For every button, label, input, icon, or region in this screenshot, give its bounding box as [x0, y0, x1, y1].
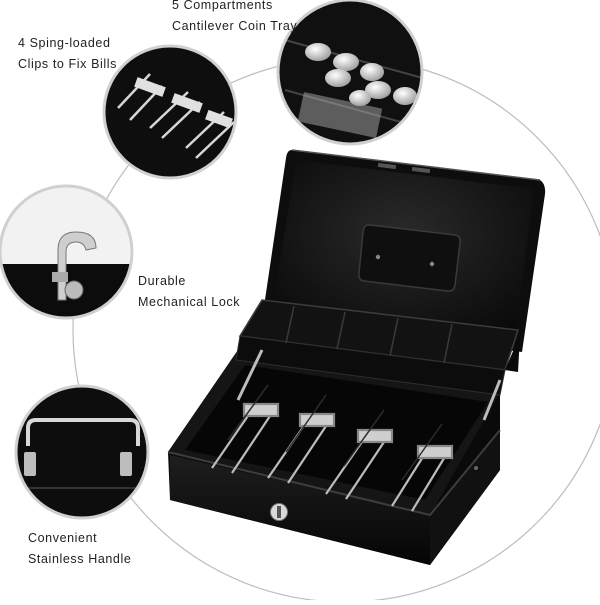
handle-label-line1: Convenient — [28, 531, 98, 545]
compartments-label-line2: Cantilever Coin Tray — [172, 19, 298, 33]
clips-label-line2: Clips to Fix Bills — [18, 57, 118, 71]
coin-icon — [305, 43, 417, 106]
bill-clips — [211, 402, 454, 512]
cash-box — [167, 149, 546, 565]
compartments-label-line1: 5 Compartments — [172, 0, 273, 12]
clip-icon — [104, 46, 236, 178]
lock-label: Durable Mechanical Lock — [138, 271, 240, 313]
clips-detail — [102, 44, 238, 180]
coin-tray-detail — [276, 0, 424, 146]
lock-detail — [0, 184, 134, 320]
clips-label-line1: 4 Sping-loaded — [18, 36, 111, 50]
handle-detail — [14, 384, 150, 520]
clips-label: 4 Sping-loaded Clips to Fix Bills — [18, 33, 117, 75]
lock-label-line2: Mechanical Lock — [138, 295, 241, 309]
handle-label: Convenient Stainless Handle — [28, 528, 131, 570]
compartments-label: 5 Compartments Cantilever Coin Tray — [172, 0, 297, 37]
handle-icon — [16, 386, 148, 518]
lock-label-line1: Durable — [138, 274, 186, 288]
handle-label-line2: Stainless Handle — [28, 552, 132, 566]
